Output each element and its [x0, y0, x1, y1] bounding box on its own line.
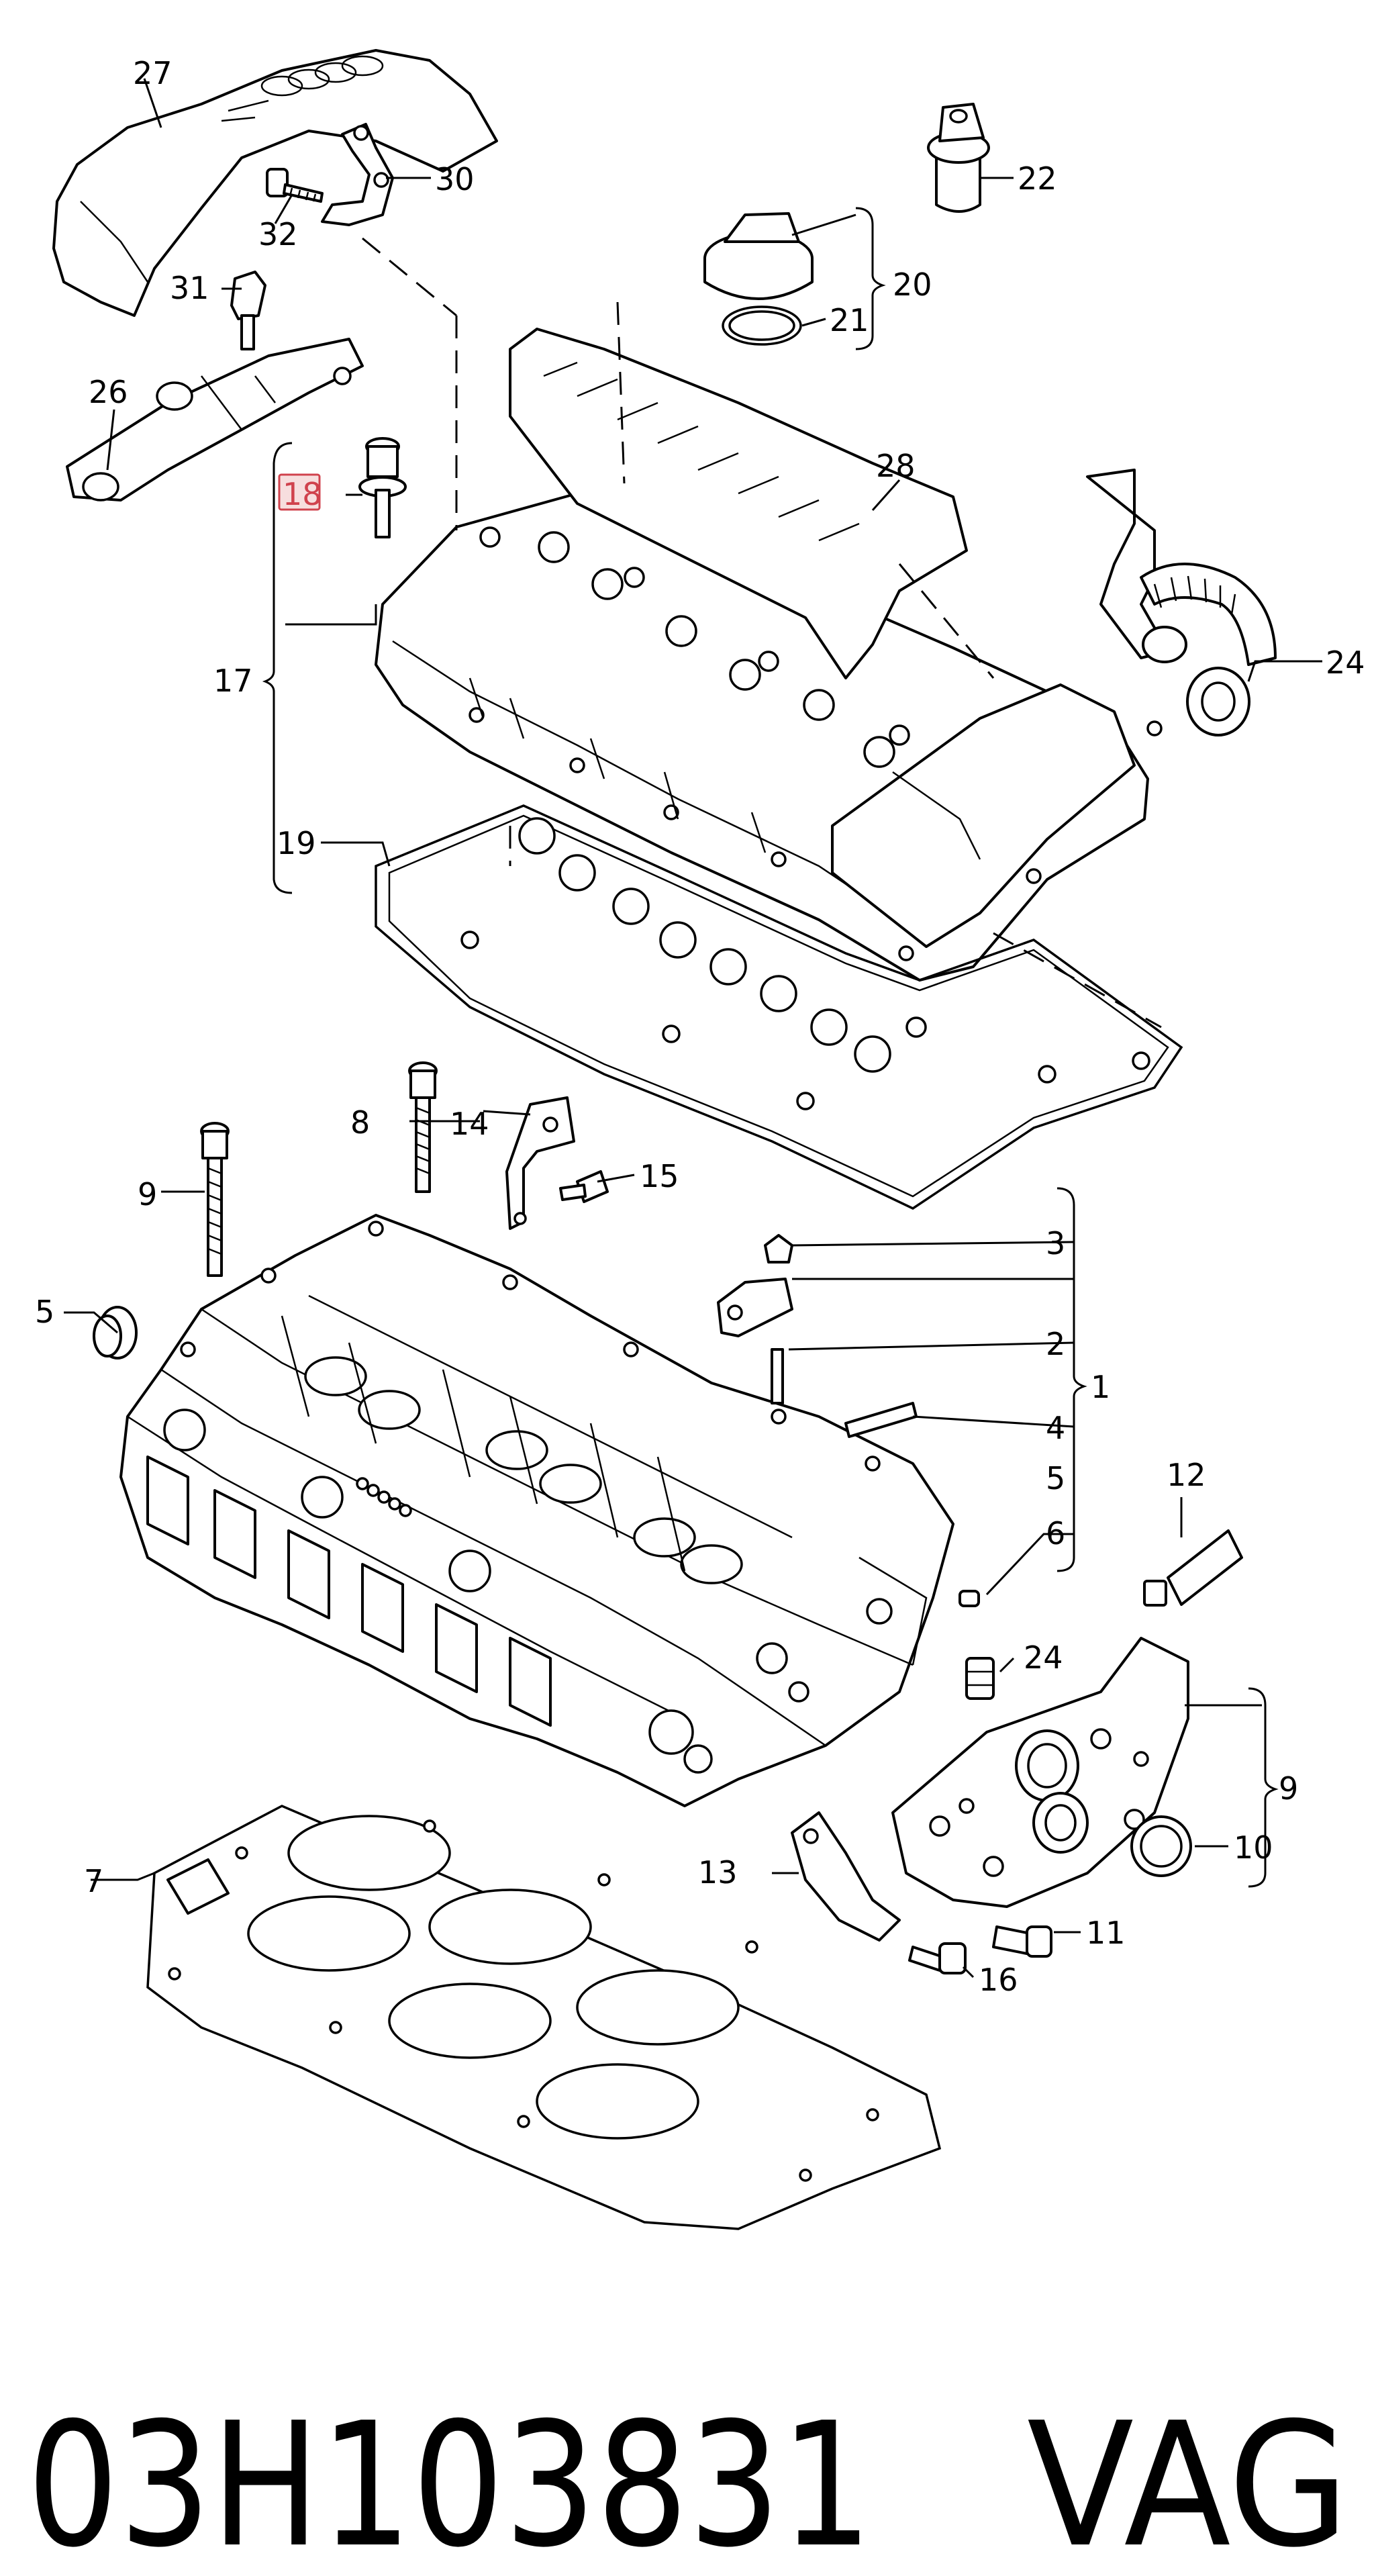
callout-26: 24	[1024, 1639, 1063, 1676]
callout-2: 2	[1046, 1326, 1065, 1362]
cover-bracket-part	[321, 123, 394, 226]
callout-16b: 16	[979, 1962, 1018, 1998]
seal-ring-11-part	[1130, 1815, 1192, 1877]
brand-text: VAG	[1027, 2386, 1349, 2576]
callout-20: 20	[893, 267, 932, 303]
bolt-16-part	[559, 1170, 609, 1203]
callout-27: 26	[89, 374, 128, 410]
stud-4-part	[844, 1402, 918, 1438]
callout-7: 7	[84, 1863, 103, 1899]
head-gasket-part	[146, 1805, 942, 2230]
dashed-guides	[362, 237, 1162, 1029]
callout-13: 12	[1167, 1457, 1206, 1493]
head-bolt-8-part	[408, 1061, 438, 1193]
callout-4: 4	[1046, 1410, 1065, 1446]
callout-6: 6	[1046, 1515, 1065, 1552]
highlight-box	[278, 473, 321, 511]
bolt-12-part	[992, 1925, 1052, 1958]
head-bolt-9-part	[200, 1122, 230, 1277]
callout-30: 30	[435, 161, 475, 197]
breather-hose-part	[1086, 469, 1277, 736]
callout-8: 8	[350, 1104, 370, 1141]
callout-22: 24	[1326, 645, 1365, 681]
callout-11: 10	[1234, 1829, 1273, 1866]
sealing-plug-part	[93, 1306, 138, 1359]
bracket-14-part	[791, 1811, 901, 1942]
breather-valve-part	[927, 103, 990, 213]
valve-cover-gasket-part	[375, 804, 1183, 1210]
callout-32: 32	[258, 216, 298, 252]
leader-lines	[64, 78, 1322, 1978]
part-number-text: 03H103831	[27, 2386, 873, 2576]
grouping-brackets	[262, 207, 1279, 1888]
callout-18-highlighted: 18	[283, 476, 322, 512]
bolt-16b-part	[908, 1942, 967, 1974]
engine-cover-part	[52, 49, 498, 317]
sealant-tube-part	[1143, 1529, 1243, 1607]
connector-26-part	[965, 1657, 995, 1700]
callout-17: 17	[213, 663, 253, 699]
callout-1: 1	[1091, 1369, 1110, 1405]
callout-16: 15	[640, 1158, 679, 1194]
callout-12: 11	[1086, 1915, 1126, 1951]
callout-5b: 5	[1046, 1460, 1065, 1496]
bearing-cap-part	[717, 1234, 793, 1404]
callout-31: 31	[170, 270, 209, 306]
callout-14: 13	[698, 1854, 738, 1891]
callout-10: 9	[1279, 1770, 1298, 1807]
ribbed-top-cover-part	[509, 328, 968, 679]
callout-15: 14	[450, 1106, 489, 1142]
end-cover-part	[891, 1637, 1189, 1908]
bolt-18-part	[358, 437, 407, 538]
callout-24: 22	[1018, 160, 1057, 197]
callout-5: 5	[35, 1294, 54, 1330]
callout-3: 3	[1046, 1225, 1065, 1261]
callout-19: 19	[277, 825, 316, 861]
oil-filler-cap-part	[703, 212, 814, 346]
bracket-27-part	[66, 338, 364, 502]
dowel-pin-6-part	[959, 1590, 980, 1607]
bolt-32-part	[266, 168, 324, 203]
callout-29: 28	[876, 448, 916, 484]
callout-9: 9	[138, 1176, 157, 1212]
bolt-31-part	[230, 271, 266, 350]
valve-cover-part	[375, 485, 1163, 982]
cylinder-head-part	[119, 1214, 954, 1807]
callout-28: 27	[133, 55, 173, 91]
callout-labels: 27 30 32 31 26 18 17 19 28 22 20 21 24 8…	[35, 55, 1365, 1998]
callout-21: 21	[830, 302, 869, 338]
bracket-15-part	[505, 1096, 575, 1230]
